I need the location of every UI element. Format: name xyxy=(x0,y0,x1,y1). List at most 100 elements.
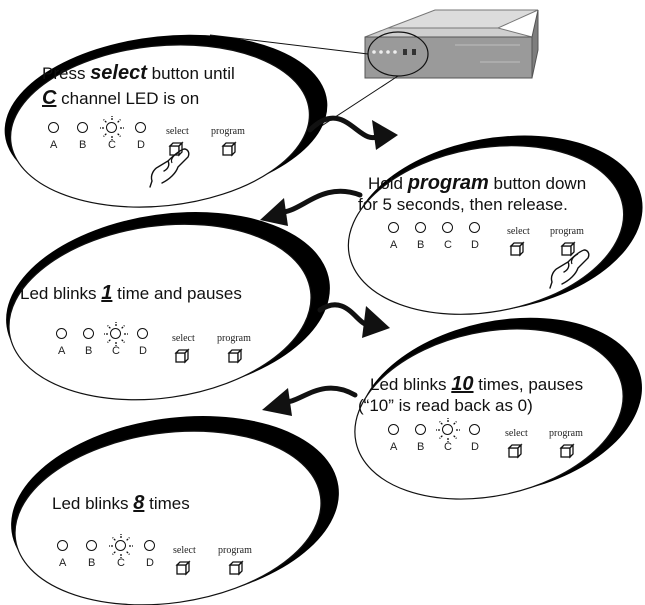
led-d xyxy=(137,328,148,339)
program-button-label: program xyxy=(549,428,583,439)
step2-emphasis-program: program xyxy=(407,172,489,194)
led-d xyxy=(144,540,155,551)
led-a xyxy=(48,122,59,133)
led-b xyxy=(77,122,88,133)
led-b xyxy=(415,222,426,233)
led-label-d: D xyxy=(471,239,479,251)
zoom-line-top xyxy=(209,34,369,55)
led-d xyxy=(469,424,480,435)
step1-line2: C channel LED is on xyxy=(42,88,199,108)
led-glow-icon xyxy=(109,534,133,558)
program-button-icon[interactable] xyxy=(221,141,237,157)
led-c xyxy=(442,222,453,233)
arrow-head-2 xyxy=(260,198,288,226)
step4-text-pre: Led blinks xyxy=(370,375,452,394)
led-c xyxy=(115,540,126,551)
program-button-icon[interactable] xyxy=(560,241,576,257)
select-button-label: select xyxy=(505,428,528,439)
program-button-icon[interactable] xyxy=(228,560,244,576)
program-button-icon[interactable] xyxy=(559,443,575,459)
led-label-d: D xyxy=(137,139,145,151)
arrow-head-1 xyxy=(372,120,398,150)
step1-text-post: button until xyxy=(146,64,235,83)
select-button-label: select xyxy=(507,226,530,237)
led-d xyxy=(469,222,480,233)
led-a xyxy=(56,328,67,339)
led-label-b: B xyxy=(85,345,93,357)
step5-text-pre: Led blinks xyxy=(52,494,134,513)
step5-line1: Led blinks 8 times xyxy=(52,493,190,513)
led-label-a: A xyxy=(58,345,66,357)
select-button-label: select xyxy=(172,333,195,344)
hand-pointer-icon xyxy=(549,249,590,289)
led-label-b: B xyxy=(417,441,425,453)
led-d xyxy=(135,122,146,133)
led-label-c: C xyxy=(444,239,452,251)
select-button-icon[interactable] xyxy=(509,241,525,257)
arrow-step2-to-step3 xyxy=(275,188,363,215)
step1-line1: Press select button until xyxy=(42,63,235,83)
led-label-b: B xyxy=(88,557,96,569)
step5-bubble xyxy=(11,416,339,605)
step4-line2: (“10” is read back as 0) xyxy=(358,396,533,415)
step1-emphasis-select: select xyxy=(90,62,147,84)
led-c xyxy=(110,328,121,339)
arrow-head-4 xyxy=(262,388,292,416)
led-a xyxy=(57,540,68,551)
program-button-label: program xyxy=(217,333,251,344)
step1-bubble xyxy=(4,34,328,208)
led-label-a: A xyxy=(390,239,398,251)
led-b xyxy=(415,424,426,435)
step1-text-line2: channel LED is on xyxy=(56,89,200,108)
select-button-label: select xyxy=(173,545,196,556)
step1-emphasis-channel: C xyxy=(42,87,57,109)
led-label-a: A xyxy=(50,139,58,151)
program-button-label: program xyxy=(550,226,584,237)
step3-line1: Led blinks 1 time and pauses xyxy=(20,283,242,303)
led-label-a: A xyxy=(390,441,398,453)
hand-pointer-icon xyxy=(149,148,190,188)
step4-emphasis-count: 10 xyxy=(451,373,474,395)
step5-text-post: times xyxy=(144,494,190,513)
select-button-icon[interactable] xyxy=(507,443,523,459)
led-label-c: C xyxy=(117,557,125,569)
led-b xyxy=(86,540,97,551)
select-button-icon[interactable] xyxy=(168,141,184,157)
led-label-a: A xyxy=(59,557,67,569)
step2-line2: for 5 seconds, then release. xyxy=(358,195,568,214)
step1-text-pre: Press xyxy=(42,64,91,83)
led-b xyxy=(83,328,94,339)
led-a xyxy=(388,222,399,233)
led-c xyxy=(442,424,453,435)
step3-text-post: time and pauses xyxy=(112,284,242,303)
led-label-d: D xyxy=(139,345,147,357)
step3-text-pre: Led blinks xyxy=(20,284,102,303)
step5-emphasis-count: 8 xyxy=(133,492,145,514)
arrow-step1-to-step2 xyxy=(307,115,383,140)
step4-line1: Led blinks 10 times, pauses xyxy=(370,374,583,394)
program-button-label: program xyxy=(211,126,245,137)
step3-bubble xyxy=(6,212,330,401)
device-icon xyxy=(364,9,539,79)
program-button-label: program xyxy=(218,545,252,556)
step2-bubble xyxy=(347,135,643,315)
led-glow-icon xyxy=(100,116,124,140)
step2-text-pre: Hold xyxy=(368,174,408,193)
step2-line1: Hold program button down xyxy=(368,173,586,193)
program-button-icon[interactable] xyxy=(227,348,243,364)
select-button-label: select xyxy=(166,126,189,137)
select-button-icon[interactable] xyxy=(174,348,190,364)
led-label-b: B xyxy=(79,139,87,151)
led-label-c: C xyxy=(112,345,120,357)
led-glow-icon xyxy=(104,322,128,346)
select-button-icon[interactable] xyxy=(175,560,191,576)
arrow-step4-to-step5 xyxy=(279,385,358,405)
led-a xyxy=(388,424,399,435)
led-label-d: D xyxy=(146,557,154,569)
step3-emphasis-count: 1 xyxy=(101,282,113,304)
led-label-d: D xyxy=(471,441,479,453)
arrow-head-3 xyxy=(362,306,390,338)
led-glow-icon xyxy=(436,418,460,442)
step4-text-post: times, pauses xyxy=(473,375,584,394)
